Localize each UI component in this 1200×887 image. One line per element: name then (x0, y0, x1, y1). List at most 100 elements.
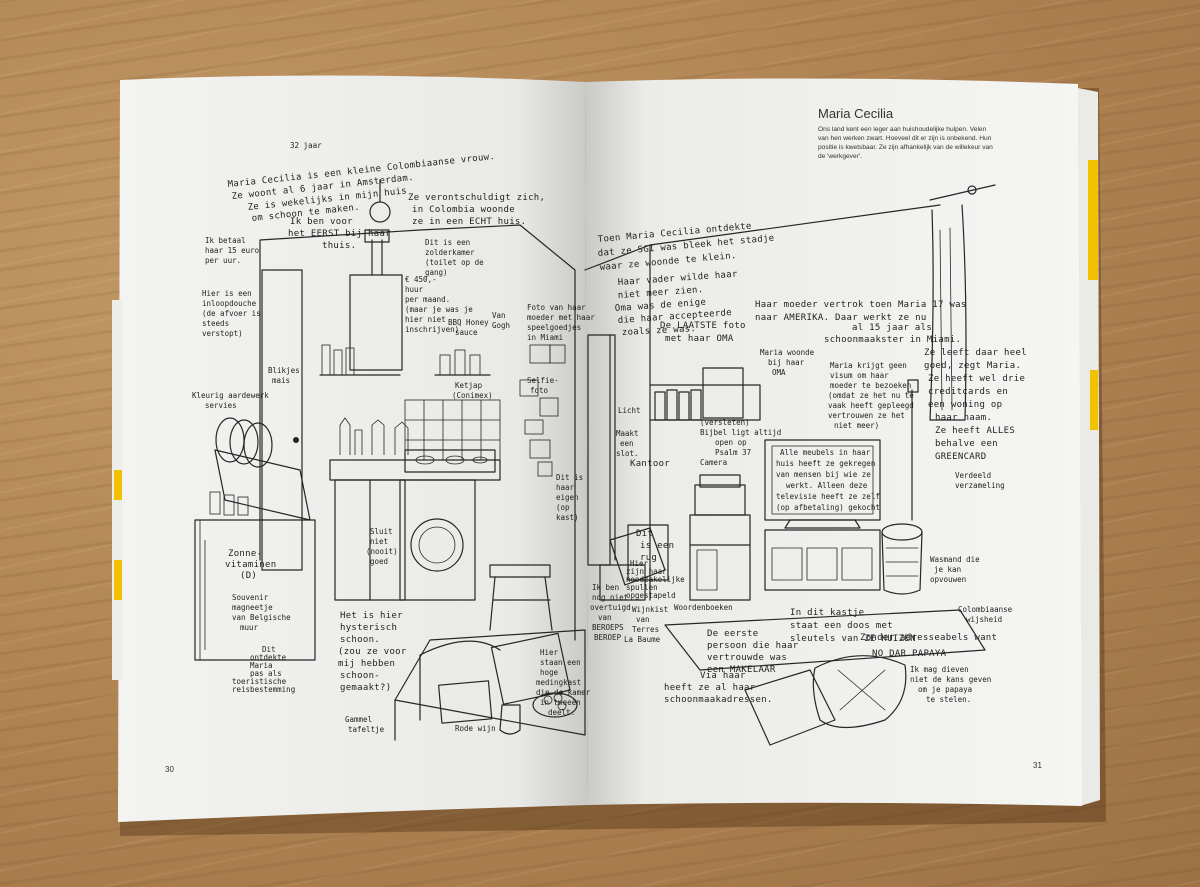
annotation: spullen (626, 583, 658, 592)
annotation: (D) (240, 571, 257, 581)
annotation: BEROEP (594, 633, 622, 642)
annotation: in Miami (527, 333, 563, 342)
annotation: creditcards en (928, 387, 1008, 397)
right-page-header: Maria Cecilia Ons land kent een leger aa… (818, 106, 993, 160)
annotation: zolderkamer (425, 248, 475, 257)
annotation: van Belgische (232, 613, 291, 622)
annotation: televisie heeft ze zelf (776, 492, 880, 501)
annotation: Sluit (370, 527, 393, 536)
annotation: eigen (556, 493, 579, 502)
annotation: medingkast (536, 678, 581, 687)
annotation: moeder met haar (527, 313, 595, 322)
annotation: Psalm 37 (715, 448, 751, 457)
annotation: (toilet op de (425, 258, 484, 267)
annotation: heeft ze al haar (664, 683, 756, 693)
annotation: kast) (556, 513, 579, 522)
annotation: muur (240, 623, 259, 632)
annotation: Zonder adresseabels want (860, 633, 997, 643)
annotation: per uur. (205, 256, 241, 265)
annotation: Maria krijgt geen (830, 361, 907, 370)
annotation: inloopdouche (202, 299, 257, 308)
annotation: Gammel (345, 715, 372, 724)
annotation: De LAATSTE foto (660, 321, 746, 331)
annotation: verzameling (955, 481, 1005, 490)
article-title: Maria Cecilia (818, 106, 894, 121)
annotation: Van (492, 311, 506, 320)
annotation: schoon. (340, 635, 380, 645)
annotation: (maar je was je (405, 305, 473, 314)
annotation: Dit (636, 529, 653, 539)
annotation: vitaminen (225, 560, 276, 570)
annotation: per maand. (405, 295, 450, 304)
annotation: visum om haar (830, 371, 889, 380)
annotation: Woordenboeken (674, 603, 733, 612)
annotation: Wijnkist (632, 605, 668, 614)
annotation: Licht (618, 406, 641, 415)
annotation: Maria woonde (760, 348, 815, 357)
annotation: vaak heeft gepleegd (828, 401, 914, 410)
annotation: pas als (250, 669, 282, 678)
annotation: Het is hier (340, 611, 403, 621)
annotation: Haar moeder vertrok toen Maria 17 was (755, 300, 967, 310)
annotation: noodzakelijke (626, 575, 685, 584)
annotation: Ketjap (455, 381, 483, 390)
annotation: (omdat ze het nu te (828, 391, 914, 400)
intro-line: positie is kwetsbaar. Ze zijn afhankelij… (818, 144, 993, 151)
annotation: (Conimex) (452, 391, 493, 400)
yellow-tab (1088, 160, 1098, 280)
annotation: is een (640, 541, 674, 551)
annotation: een woning op (928, 400, 1002, 410)
annotation: al 15 jaar als (852, 323, 932, 333)
annotation: van mensen bij wie ze (776, 470, 871, 479)
annotation: thuis. (322, 241, 356, 251)
annotation: inschrijven) (405, 325, 459, 334)
yellow-tab-2 (1090, 370, 1098, 430)
annotation: wijsheid (966, 615, 1002, 624)
annotation: Selfie- (527, 376, 559, 385)
right-illustration (584, 184, 996, 746)
annotation: zoals ze was. (622, 324, 697, 338)
annotation: verstopt) (202, 329, 243, 338)
left-illustration (194, 179, 586, 741)
annotation: een (620, 439, 634, 448)
annotation: opgestapeld (626, 591, 676, 600)
annotation: 32 jaar (290, 141, 322, 150)
annotation: huis heeft ze gekregen (776, 459, 875, 468)
annotation: haar naam. (935, 413, 992, 423)
annotation: Terres (632, 625, 659, 634)
annotation: in Colombia woonde (412, 205, 515, 215)
annotation: vertrouwde was (707, 653, 787, 663)
annotation: Ik ben (592, 583, 619, 592)
annotation: van (598, 613, 612, 622)
intro-line: de 'werkgever'. (818, 153, 862, 160)
annotation: niet de kans geven (910, 675, 991, 684)
annotation: OMA (772, 368, 786, 377)
annotation: staan een (540, 658, 581, 667)
annotation: Ik betaal (205, 236, 246, 245)
annotation: vertrouwen ze het (828, 411, 905, 420)
annotation: Via haar (700, 671, 746, 681)
annotation: Wasmand die (930, 555, 980, 564)
annotation: schoonmaakster in Miami. (824, 335, 961, 345)
annotation: haar 15 euro (205, 246, 260, 255)
annotation: goed, zegt Maria. (924, 361, 1021, 371)
annotation: het EERST bij haar (288, 229, 391, 239)
annotation: servies (205, 401, 237, 410)
annotation: Hier (630, 559, 649, 568)
annotation: met haar OMA (665, 334, 734, 344)
annotation: rug (640, 553, 657, 563)
annotation: (nooit) (366, 547, 398, 556)
annotation: foto (530, 386, 549, 395)
annotation: La Baume (624, 635, 661, 644)
annotation: bij haar (768, 358, 805, 367)
annotation: Kleurig aardewerk (192, 391, 269, 400)
annotation: hoge (540, 668, 559, 677)
annotation: GREENCARD (935, 452, 986, 462)
right-page-number: 31 (1033, 761, 1042, 770)
annotation: (zou ze voor (338, 647, 407, 657)
annotation: (op afbetaling) gekocht (776, 503, 880, 512)
intro-line: van hen werken zwart. Hoeveel dit er zij… (818, 135, 992, 142)
annotation: huur (405, 285, 424, 294)
annotation: schoonmaakadressen. (664, 695, 773, 705)
